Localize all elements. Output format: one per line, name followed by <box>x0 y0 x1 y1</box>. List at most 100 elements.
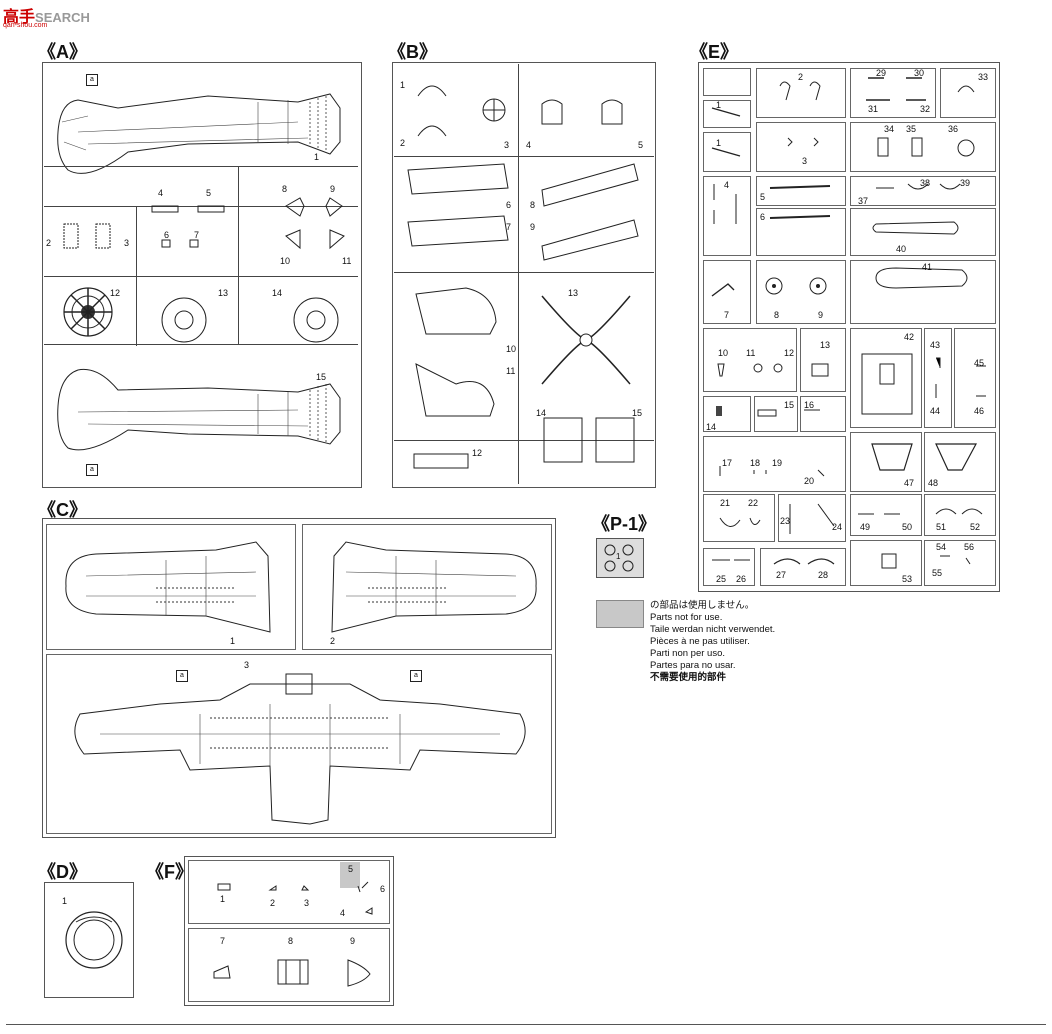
sprue-f-frame <box>184 856 394 1006</box>
part-label: 1 <box>616 552 621 561</box>
part-label: 24 <box>832 522 843 532</box>
legend-text-it: Parti non per uso. <box>650 648 725 659</box>
part-label: 5 <box>206 188 212 198</box>
part-label: 42 <box>904 332 915 342</box>
part-label: 6 <box>506 200 512 210</box>
part-label: 10 <box>280 256 291 266</box>
part-label: 1 <box>314 152 320 162</box>
part-label: 8 <box>288 936 294 946</box>
part-label: 14 <box>706 422 717 432</box>
part-label: 48 <box>928 478 939 488</box>
part-label: 39 <box>960 178 971 188</box>
part-label: 11 <box>342 256 352 266</box>
part-label: 5 <box>638 140 644 150</box>
legend-text-zh: 不需要使用的部件 <box>650 672 727 683</box>
part-label: 16 <box>804 400 815 410</box>
sprue-b-part-4-5 <box>538 94 638 134</box>
sprue-p1-parts <box>600 542 640 574</box>
attach-marker-a: a <box>86 464 98 476</box>
part-label: 3 <box>504 140 510 150</box>
sprue-b-frame <box>392 62 656 488</box>
legend-text-es: Partes para no usar. <box>650 660 736 671</box>
sprue-e-frame <box>698 62 1000 592</box>
part-label: 7 <box>220 936 226 946</box>
part-label: 7 <box>724 310 730 320</box>
part-label: 13 <box>820 340 831 350</box>
part-label: 17 <box>722 458 733 468</box>
part-label: 10 <box>506 344 517 354</box>
part-label: 41 <box>922 262 933 272</box>
part-label: 31 <box>868 104 879 114</box>
part-label: 4 <box>724 180 730 190</box>
sprue-a-label: 《A》 <box>38 42 87 62</box>
sprue-b-part-3 <box>480 96 510 126</box>
part-label: 3 <box>124 238 130 248</box>
part-label: 28 <box>818 570 829 580</box>
part-label: 2 <box>798 72 804 82</box>
sprue-f-label: 《F》 <box>146 862 193 882</box>
part-label: 6 <box>380 884 386 894</box>
part-label: 2 <box>330 636 336 646</box>
sprue-b-part-1-2 <box>412 76 452 146</box>
sprue-b-part-12 <box>412 450 472 474</box>
page-bottom-rule <box>6 1024 1046 1025</box>
part-label: 50 <box>902 522 913 532</box>
part-label: 18 <box>750 458 761 468</box>
sprue-a-part-4-7 <box>150 200 230 250</box>
part-label: 38 <box>920 178 931 188</box>
part-label: 46 <box>974 406 985 416</box>
legend-swatch <box>596 600 644 628</box>
part-label: 4 <box>526 140 532 150</box>
part-label: 32 <box>920 104 931 114</box>
sprue-d-label: 《D》 <box>38 862 87 882</box>
watermark-url: qan-shou.com <box>3 22 48 29</box>
part-label: 3 <box>244 660 250 670</box>
part-label: 1 <box>230 636 236 646</box>
part-label: 9 <box>530 222 536 232</box>
sprue-c-label: 《C》 <box>38 500 87 520</box>
sprue-e-parts-drawing <box>700 64 986 588</box>
attach-marker-a: a <box>176 670 188 682</box>
part-label: 11 <box>746 348 756 358</box>
sprue-a-frame <box>42 62 362 488</box>
part-label: 5 <box>760 192 766 202</box>
sprue-a-fuselage-left <box>48 72 348 182</box>
part-label: 35 <box>906 124 917 134</box>
part-not-for-use-highlight <box>340 862 360 888</box>
part-label: 7 <box>506 222 512 232</box>
sprue-a-fuselage-right <box>48 356 348 466</box>
sprue-b-label: 《B》 <box>388 42 437 62</box>
sprue-a-part-2-3 <box>60 222 120 252</box>
part-label: 23 <box>780 516 791 526</box>
part-label: 37 <box>858 196 869 206</box>
part-label: 55 <box>932 568 943 578</box>
part-label: 54 <box>936 542 947 552</box>
part-label: 27 <box>776 570 787 580</box>
sprue-c-frame <box>42 518 556 838</box>
sprue-d-part-1 <box>62 908 126 972</box>
part-label: 20 <box>804 476 815 486</box>
part-label: 1 <box>62 896 68 906</box>
part-label: 1 <box>400 80 406 90</box>
part-label: 2 <box>270 898 276 908</box>
part-label: 40 <box>896 244 907 254</box>
part-label: 3 <box>304 898 310 908</box>
part-label: 56 <box>964 542 975 552</box>
part-label: 14 <box>272 288 283 298</box>
sprue-a-part-8-11 <box>282 194 352 254</box>
part-label: 13 <box>218 288 229 298</box>
part-label: 8 <box>282 184 288 194</box>
sprue-c-wing-right-2 <box>312 536 546 636</box>
part-label: 11 <box>506 366 516 376</box>
watermark-text: SEARCH <box>35 10 90 25</box>
part-label: 9 <box>350 936 356 946</box>
sprue-p1-frame <box>596 538 644 578</box>
part-label: 4 <box>340 908 346 918</box>
attach-marker-a: a <box>410 670 422 682</box>
part-label: 21 <box>720 498 731 508</box>
part-label: 8 <box>774 310 780 320</box>
sprue-p1-label: 《P-1》 <box>592 514 657 534</box>
part-label: 25 <box>716 574 727 584</box>
part-label: 49 <box>860 522 871 532</box>
part-label: 13 <box>568 288 579 298</box>
